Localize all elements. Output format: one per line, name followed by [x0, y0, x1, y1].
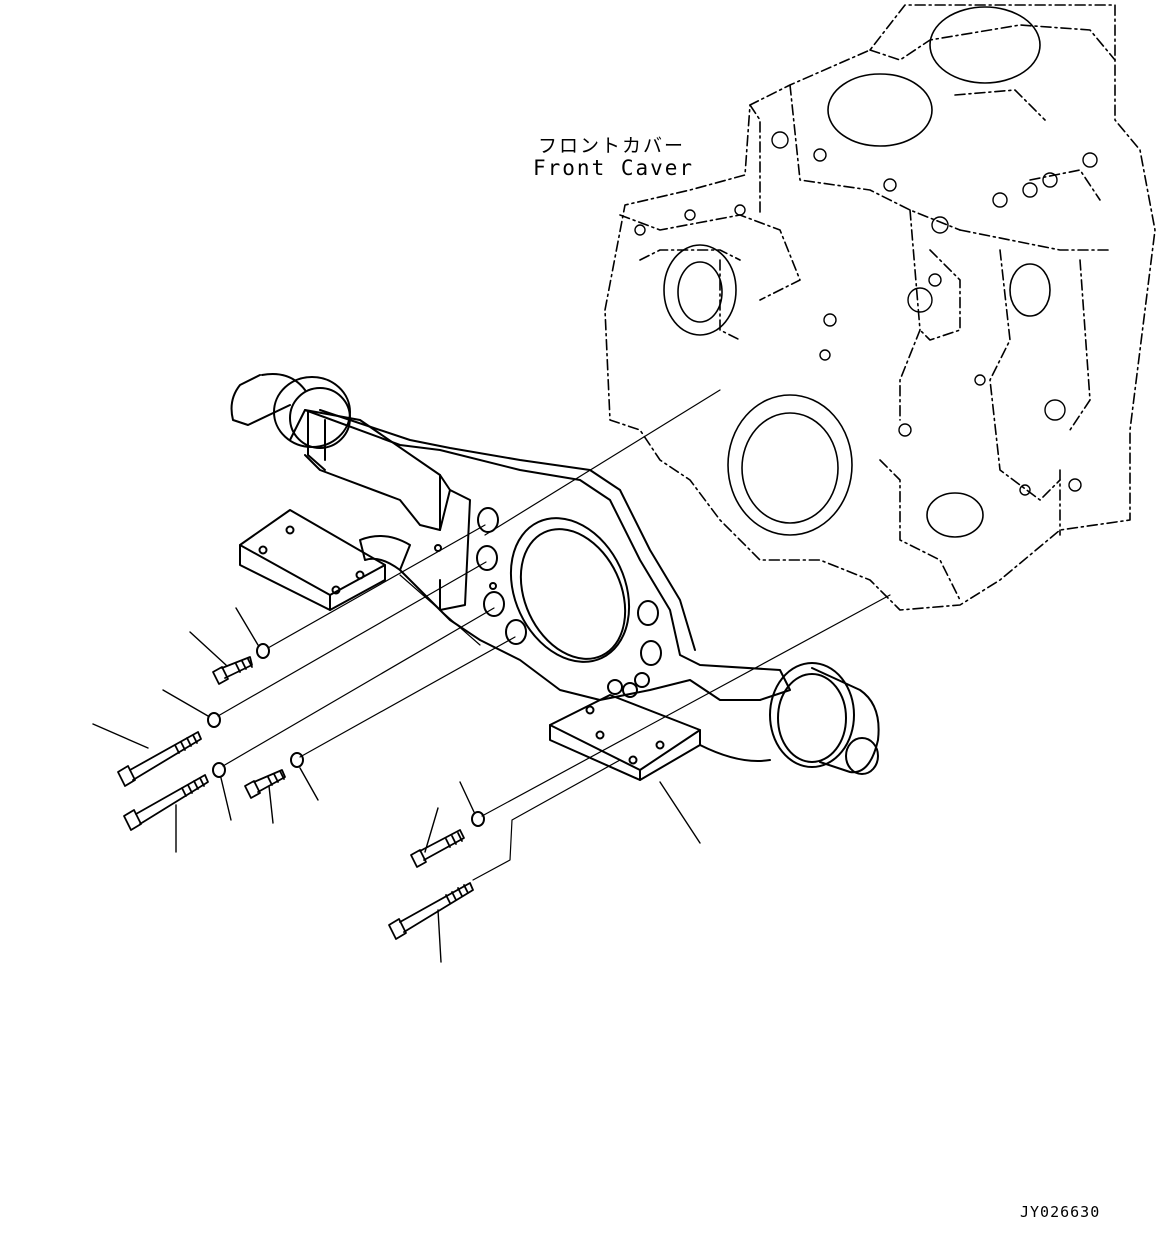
long-bolt-2	[124, 775, 208, 830]
engine-block-outline	[605, 5, 1155, 610]
washer-4	[291, 753, 303, 767]
long-bolt-3	[389, 883, 473, 939]
short-bolt-2	[245, 770, 285, 798]
drawing-id: JY026630	[1020, 1203, 1101, 1221]
washer-5	[472, 812, 484, 826]
short-bolt-3	[411, 830, 464, 867]
washer-2	[208, 713, 220, 727]
front-cover-label-jp: フロントカバー	[538, 135, 686, 157]
front-cover-label-en: Front Caver	[533, 156, 695, 180]
long-bolt-1	[118, 732, 201, 786]
engine-bolt-holes	[635, 132, 1097, 495]
alignment-lines	[218, 390, 890, 880]
washer-3	[213, 763, 225, 777]
washer-1	[257, 644, 269, 658]
engine-cylinder-bores	[664, 7, 1050, 537]
leader-lines	[93, 608, 700, 962]
engine-mount-bracket	[232, 374, 879, 780]
short-bolt-1	[213, 657, 252, 684]
